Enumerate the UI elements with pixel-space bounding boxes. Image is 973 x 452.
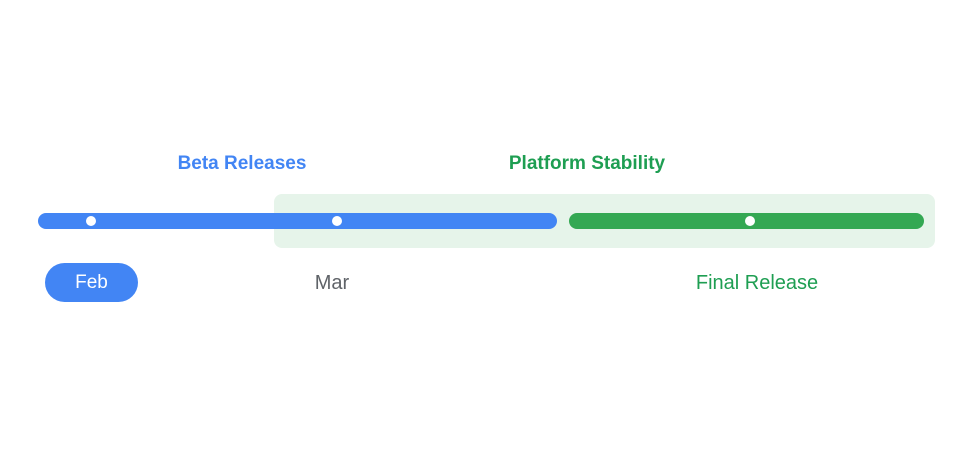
phase-label-beta-releases: Beta Releases	[177, 153, 307, 174]
milestone-label-feb-pill: Feb	[45, 263, 138, 302]
beta-releases-bar	[38, 213, 557, 229]
milestone-label-final-release: Final Release	[695, 272, 819, 294]
milestone-label-mar: Mar	[314, 272, 350, 294]
milestone-dot-feb	[86, 216, 96, 226]
phase-label-platform-stability: Platform Stability	[508, 153, 666, 174]
milestone-dot-final-release	[745, 216, 755, 226]
milestone-dot-mar	[332, 216, 342, 226]
